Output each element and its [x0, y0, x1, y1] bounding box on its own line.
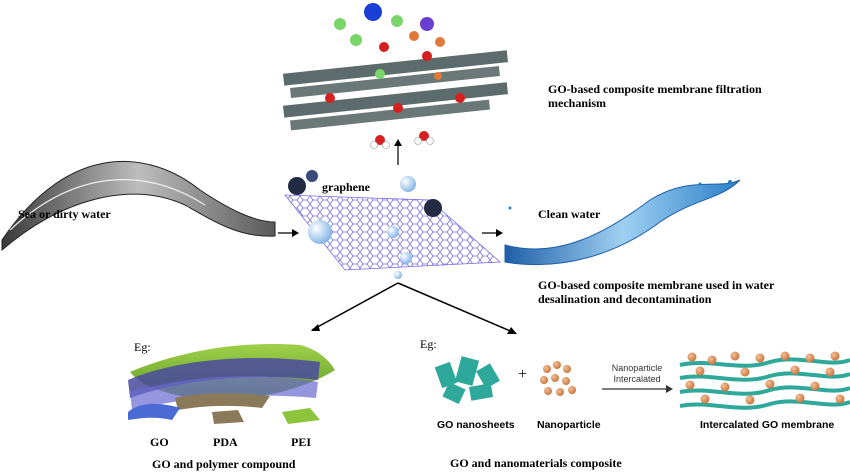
graphene-label: graphene — [322, 180, 370, 194]
polymer-layers-icon — [128, 344, 335, 424]
clean-water-label: Clean water — [538, 207, 601, 221]
nanoparticle-label: Nanoparticle — [537, 419, 601, 431]
nanoparticle-intercalated-label: Nanoparticle Intercalated — [611, 363, 663, 384]
usage-label: GO-based composite membrane used in wate… — [538, 278, 775, 306]
go-nanosheet-icon — [434, 356, 500, 405]
go-lattice-icon — [282, 50, 509, 131]
arrow-right-branch — [397, 282, 516, 334]
filtration-label: GO-based composite membrane filtration m… — [548, 82, 762, 110]
go-label: GO — [150, 435, 169, 449]
graphene-sheet-icon — [284, 170, 501, 279]
eg-right-label: Eg: — [420, 337, 437, 351]
water-molecule-icon — [370, 131, 434, 149]
sea-water-label: Sea or dirty water — [18, 207, 111, 221]
intercalated-label: Intercalated GO membrane — [700, 419, 835, 431]
pda-label: PDA — [213, 435, 238, 449]
nano-caption: GO and nanomaterials composite — [450, 456, 622, 470]
eg-left-label: Eg: — [134, 340, 151, 354]
water-splash-icon — [1, 160, 276, 252]
pei-label: PEI — [291, 435, 312, 449]
go-nanosheets-label: GO nanosheets — [437, 419, 515, 431]
clean-water-splash-icon — [504, 179, 741, 266]
nanoparticle-icon — [540, 361, 576, 396]
arrow-left-branch — [311, 282, 399, 331]
plus-sign: + — [518, 366, 528, 383]
ion-sphere-icon — [325, 3, 465, 113]
polymer-caption: GO and polymer compound — [152, 457, 296, 471]
intercalated-membrane-icon — [679, 351, 850, 410]
